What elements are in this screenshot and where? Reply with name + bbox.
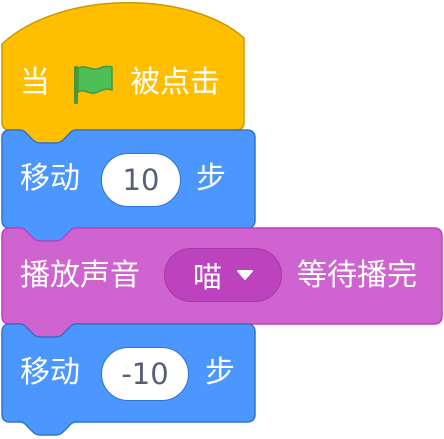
steps-label: 步 [196,161,226,196]
sound-dropdown-value: 喵 [193,260,223,294]
move-label: 移动 [20,161,80,196]
steps-label: 步 [205,355,235,390]
clicked-label: 被点击 [130,65,220,100]
sound-dropdown[interactable]: 喵 [164,248,282,302]
play-sound-label: 播放声音 [20,258,140,293]
steps-input[interactable]: 10 [101,153,181,207]
when-label: 当 [20,65,50,100]
steps-value: -10 [121,357,169,391]
move-label: 移动 [20,355,80,390]
until-done-label: 等待播完 [297,258,417,293]
steps-input[interactable]: -10 [101,347,189,401]
green-flag-icon [74,65,113,104]
chevron-down-icon [237,270,254,280]
steps-value: 10 [122,163,160,197]
